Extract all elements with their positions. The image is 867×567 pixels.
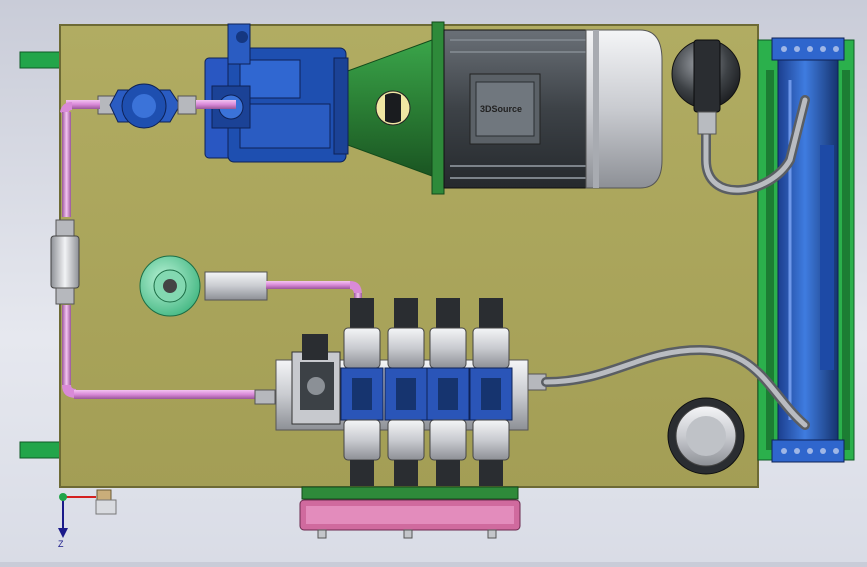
- axis-z-label: Z: [58, 539, 64, 549]
- drain-outlet[interactable]: [299, 486, 521, 539]
- hydraulic-pump[interactable]: [204, 23, 349, 163]
- directional-valve-1[interactable]: [340, 298, 384, 486]
- oil-level-window[interactable]: [667, 397, 745, 475]
- filler-breather[interactable]: [671, 39, 741, 135]
- directional-valve-4[interactable]: [469, 298, 513, 486]
- pressure-line: [60, 100, 256, 399]
- coordinate-triad: Z: [58, 489, 117, 549]
- sight-gauge[interactable]: [139, 255, 362, 317]
- relief-valve[interactable]: [291, 334, 341, 425]
- motor-brand-label: 3DSource: [480, 104, 522, 114]
- pressure-filter[interactable]: [50, 219, 80, 305]
- suction-filter[interactable]: [97, 83, 197, 129]
- directional-valve-2[interactable]: [384, 298, 428, 486]
- directional-valve-3[interactable]: [426, 298, 470, 486]
- electric-motor[interactable]: 3DSource: [431, 21, 663, 195]
- directional-valves[interactable]: [340, 298, 513, 486]
